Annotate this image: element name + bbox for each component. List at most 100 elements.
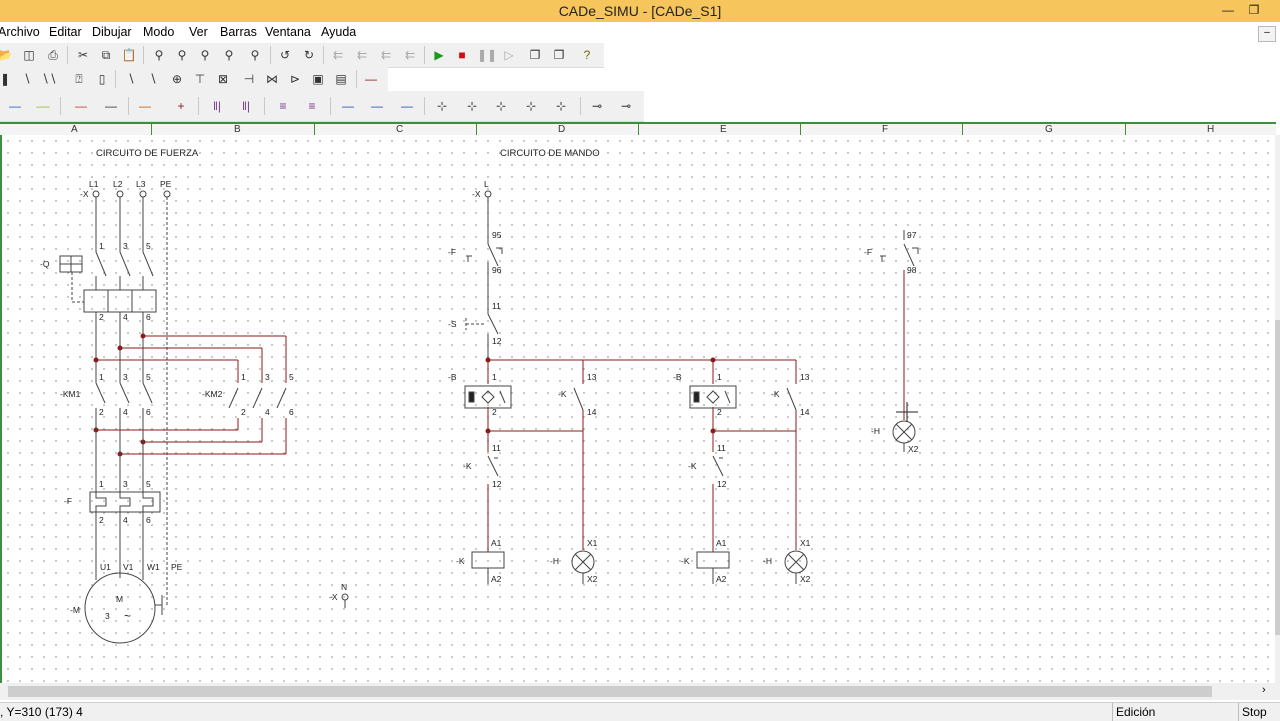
coil-k-2[interactable]: -K A1 A2 bbox=[681, 538, 730, 584]
fuse-icon[interactable]: ▯ bbox=[98, 72, 106, 86]
terminal-n[interactable]: N -X bbox=[329, 582, 349, 608]
junction-icon[interactable]: + bbox=[177, 99, 185, 113]
contactor-km1[interactable]: -KM1 1 3 5 2 4 6 bbox=[60, 372, 153, 417]
menu-editar[interactable]: Editar bbox=[49, 25, 82, 39]
undo-icon[interactable]: ↺ bbox=[279, 48, 291, 62]
menu-ayuda[interactable]: Ayuda bbox=[321, 25, 357, 39]
connector1-icon[interactable]: ⊹ bbox=[436, 99, 448, 113]
terminal-l[interactable]: L -X bbox=[472, 179, 492, 199]
copy-icon[interactable]: ⧉ bbox=[101, 48, 111, 62]
connector3-icon[interactable]: ⊹ bbox=[495, 99, 507, 113]
lamp-h-2[interactable]: -H X1 X2 bbox=[763, 538, 811, 584]
thermal-relay-f[interactable]: -F 1 3 5 2 4 6 bbox=[64, 479, 161, 525]
menu-archivo[interactable]: Archivo bbox=[0, 25, 40, 39]
connector2-icon[interactable]: ⊹ bbox=[466, 99, 478, 113]
bus-horizontal2-icon[interactable]: ≡ bbox=[308, 99, 316, 113]
conductor1-icon[interactable]: — bbox=[342, 99, 354, 113]
conductor2-icon[interactable]: — bbox=[371, 99, 383, 113]
line-dashed-icon[interactable]: –– bbox=[36, 99, 50, 113]
cut-icon[interactable]: ✂ bbox=[77, 48, 89, 62]
coil-icon[interactable]: ⊤ bbox=[194, 72, 206, 86]
drawing-canvas[interactable] bbox=[0, 135, 1276, 683]
menu-barras[interactable]: Barras bbox=[220, 25, 257, 39]
mdi-minimize-icon[interactable]: – bbox=[1258, 26, 1276, 42]
socket-icon[interactable]: ⊸ bbox=[620, 99, 632, 113]
vertical-scrollbar[interactable] bbox=[1275, 135, 1280, 683]
breaker-q[interactable]: -Q 1 3 5 2 4 6 bbox=[40, 241, 157, 322]
menu-modo[interactable]: Modo bbox=[143, 25, 175, 39]
connector4-icon[interactable]: ⊹ bbox=[525, 99, 537, 113]
connector5-icon[interactable]: ⊹ bbox=[555, 99, 567, 113]
pause-icon[interactable]: ❚❚ bbox=[477, 48, 498, 62]
triple-switch-icon[interactable]: ∖∖ bbox=[41, 72, 57, 86]
contact-nc-icon[interactable]: ∖ bbox=[149, 72, 157, 86]
open-icon[interactable]: 📂 bbox=[0, 48, 13, 62]
step-icon[interactable]: ▷ bbox=[504, 48, 514, 62]
column-e: E bbox=[720, 124, 727, 135]
terminal-icon[interactable]: ⊕ bbox=[171, 72, 183, 86]
conductor3-icon[interactable]: — bbox=[401, 99, 413, 113]
line-orange-icon[interactable]: — bbox=[139, 99, 151, 113]
zoom-all-icon[interactable]: ⚲ bbox=[224, 48, 234, 62]
plug-icon[interactable]: ⊸ bbox=[591, 99, 603, 113]
redo-icon[interactable]: ↻ bbox=[303, 48, 315, 62]
minimize-icon[interactable]: — bbox=[1222, 3, 1234, 17]
restore-icon[interactable]: ❐ bbox=[1248, 3, 1260, 17]
zoom-pan-icon[interactable]: ⚲ bbox=[250, 48, 260, 62]
contactor-km2[interactable]: -KM2 1 3 5 2 4 6 bbox=[202, 372, 294, 417]
protection-icon[interactable]: ⍰ bbox=[75, 72, 83, 86]
contact-no-icon[interactable]: ∖ bbox=[127, 72, 135, 86]
motor-m[interactable]: M 3 ~ -M U1 V1 W1 PE bbox=[70, 562, 183, 644]
thermal-contact-f-no[interactable]: -F 97 98 bbox=[864, 230, 919, 275]
save-icon[interactable]: ◫ bbox=[23, 48, 35, 62]
sensor-b-2[interactable]: -B 1 2 bbox=[673, 372, 737, 417]
contact-k-no-2[interactable]: -K 13 14 bbox=[771, 372, 810, 417]
menu-dibujar[interactable]: Dibujar bbox=[92, 25, 132, 39]
inductor-icon[interactable]: ▤ bbox=[335, 72, 347, 86]
relay-icon[interactable]: ⊠ bbox=[217, 72, 229, 86]
disconnector-icon[interactable]: ∖ bbox=[23, 72, 31, 86]
line-black-icon[interactable]: — bbox=[105, 99, 117, 113]
zoom-in-icon[interactable]: ⚲ bbox=[177, 48, 187, 62]
timer-icon[interactable]: ⊣ bbox=[243, 72, 255, 86]
diode-icon[interactable]: ⊳ bbox=[289, 72, 301, 86]
menu-ventana[interactable]: Ventana bbox=[265, 25, 311, 39]
power-terminals[interactable]: L1 L2 L3 PE -X bbox=[80, 179, 172, 199]
wire-icon[interactable]: — bbox=[365, 72, 377, 86]
stop-icon[interactable]: ■ bbox=[458, 48, 466, 62]
line-red-icon[interactable]: — bbox=[75, 99, 87, 113]
lamp-h-3[interactable]: -H X2 bbox=[871, 420, 919, 454]
scroll-right-icon[interactable]: › bbox=[1262, 684, 1266, 696]
capacitor-icon[interactable]: ▣ bbox=[312, 72, 324, 86]
contact-k-nc-1[interactable]: -K 11 12 bbox=[463, 443, 502, 489]
paste-icon[interactable]: 📋 bbox=[121, 48, 137, 62]
align-center-icon[interactable]: ⇇ bbox=[356, 48, 368, 62]
menu-ver[interactable]: Ver bbox=[189, 25, 208, 39]
windows-icon[interactable]: ❐ bbox=[553, 48, 565, 62]
line-blue-icon[interactable]: — bbox=[9, 99, 21, 113]
play-icon[interactable]: ▶ bbox=[434, 48, 444, 62]
vertical-scroll-thumb[interactable] bbox=[1275, 320, 1280, 635]
zoom-out-icon[interactable]: ⚲ bbox=[200, 48, 210, 62]
resistor-icon[interactable]: ⋈ bbox=[266, 72, 278, 86]
sensor-b-1[interactable]: -B 1 2 bbox=[448, 372, 512, 417]
print-icon[interactable]: ⎙ bbox=[48, 48, 58, 62]
window-icon[interactable]: ❐ bbox=[529, 48, 541, 62]
help-icon[interactable]: ? bbox=[583, 48, 591, 62]
align-right-icon[interactable]: ⇇ bbox=[380, 48, 392, 62]
pushbutton-s[interactable]: -S 11 12 bbox=[448, 301, 502, 360]
bus-vertical-icon[interactable]: ‖| bbox=[212, 99, 222, 113]
switch-icon[interactable]: ❚ bbox=[0, 72, 11, 86]
contact-k-nc-2[interactable]: -K 11 12 bbox=[688, 443, 727, 489]
coil-k-1[interactable]: -K A1 A2 bbox=[456, 538, 505, 584]
contact-k-no-1[interactable]: -K 13 14 bbox=[558, 372, 597, 417]
horizontal-scroll-thumb[interactable] bbox=[8, 686, 1212, 697]
thermal-contact-f-nc[interactable]: -F 95 96 bbox=[448, 230, 503, 282]
bus-vertical2-icon[interactable]: ‖| bbox=[241, 99, 251, 113]
bus-horizontal-icon[interactable]: ≡ bbox=[279, 99, 287, 113]
align-vertical-icon[interactable]: ⇇ bbox=[404, 48, 416, 62]
zoom-area-icon[interactable]: ⚲ bbox=[154, 48, 164, 62]
lamp-h-1[interactable]: -H X1 X2 bbox=[550, 538, 598, 584]
horizontal-scrollbar[interactable]: › bbox=[0, 683, 1280, 700]
align-left-icon[interactable]: ⇇ bbox=[332, 48, 344, 62]
